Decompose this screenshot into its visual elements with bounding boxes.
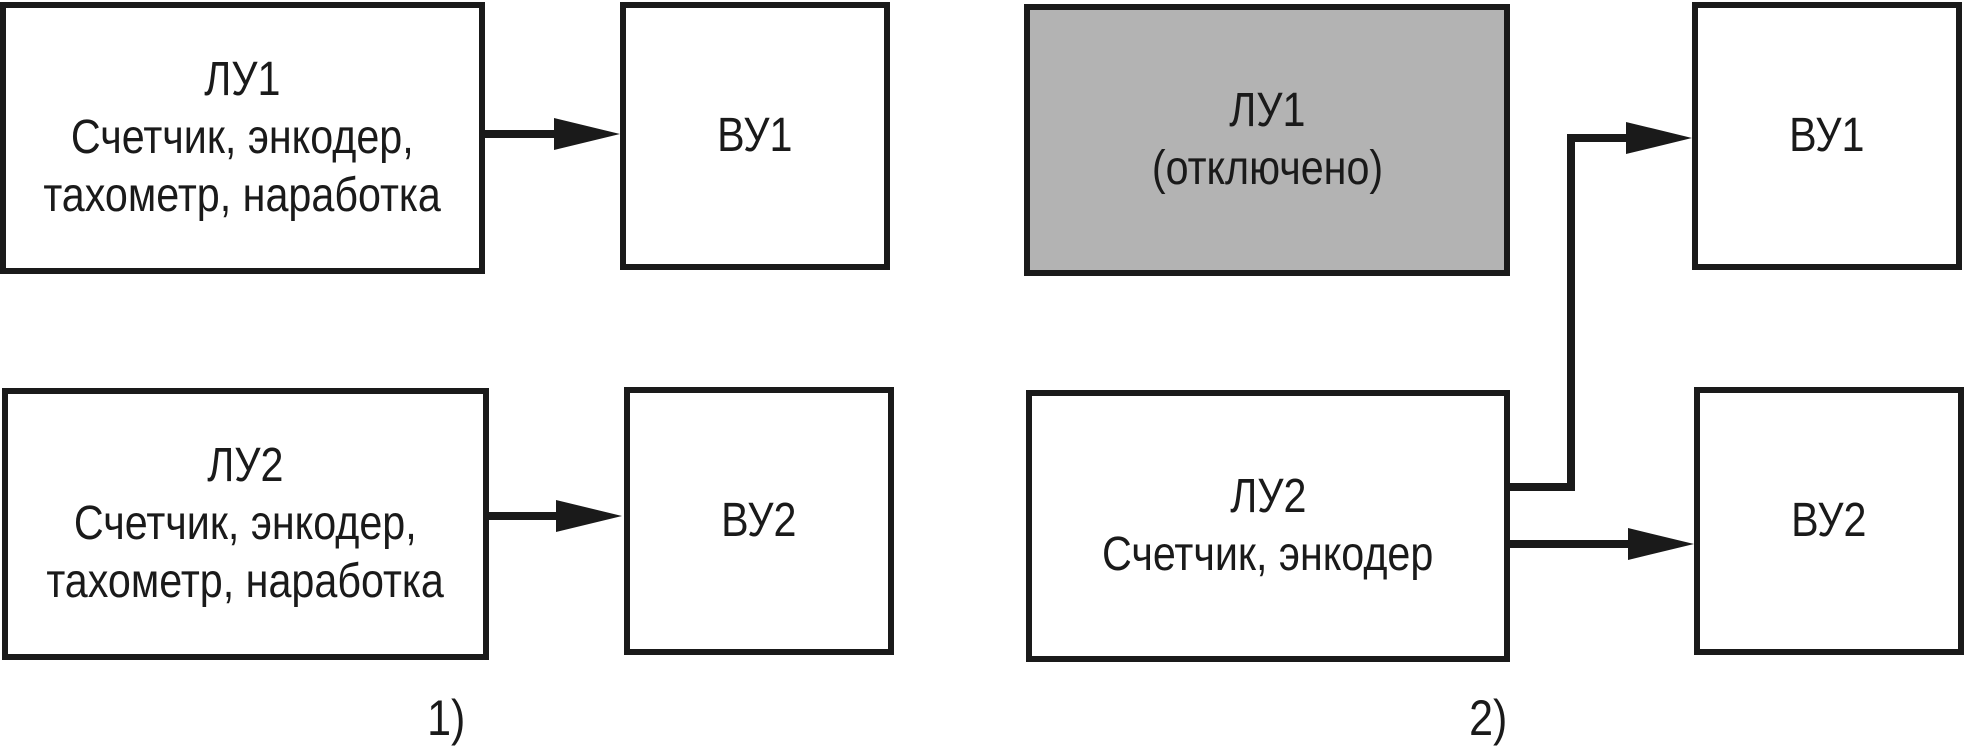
d1-lu1-line-3: тахометр, наработка bbox=[43, 169, 442, 222]
d2-vu2-label: ВУ2 bbox=[1791, 494, 1867, 547]
d1-lu2-title: ЛУ2 bbox=[207, 439, 284, 492]
d1-caption: 1) bbox=[427, 690, 466, 746]
d1-vu2-label: ВУ2 bbox=[721, 494, 797, 547]
d2-caption: 2) bbox=[1469, 690, 1508, 746]
d2-lu2-title: ЛУ2 bbox=[1229, 470, 1307, 523]
d2-lu1-block-disabled: ЛУ1 (отключено) bbox=[1024, 4, 1510, 276]
d2-arrow-lu2-vu1 bbox=[1510, 122, 1692, 491]
d2-vu2-block: ВУ2 bbox=[1694, 387, 1964, 655]
d1-vu1-label: ВУ1 bbox=[717, 109, 793, 162]
d2-lu2-block: ЛУ2 Счетчик, энкодер bbox=[1026, 390, 1510, 662]
d2-lu2-line-2: Счетчик, энкодер bbox=[1102, 528, 1434, 581]
d1-arrow-lu1-vu1 bbox=[485, 118, 620, 150]
d1-vu2-block: ВУ2 bbox=[624, 387, 894, 655]
d2-lu1-title: ЛУ1 bbox=[1228, 84, 1306, 137]
d1-lu1-title: ЛУ1 bbox=[204, 53, 281, 106]
d1-lu2-line-3: тахометр, наработка bbox=[46, 555, 445, 608]
d2-lu1-status: (отключено) bbox=[1151, 142, 1383, 195]
d2-vu1-label: ВУ1 bbox=[1789, 109, 1865, 162]
d1-lu2-line-2: Счетчик, энкодер, bbox=[74, 497, 417, 550]
d1-lu2-block: ЛУ2 Счетчик, энкодер, тахометр, наработк… bbox=[2, 388, 489, 660]
d2-vu1-block: ВУ1 bbox=[1692, 2, 1962, 270]
d1-vu1-block: ВУ1 bbox=[620, 2, 890, 270]
d1-arrow-lu2-vu2 bbox=[489, 500, 622, 532]
d1-lu1-block: ЛУ1 Счетчик, энкодер, тахометр, наработк… bbox=[0, 2, 485, 274]
d1-lu1-line-2: Счетчик, энкодер, bbox=[71, 111, 414, 164]
d2-arrow-lu2-vu2 bbox=[1510, 528, 1694, 560]
